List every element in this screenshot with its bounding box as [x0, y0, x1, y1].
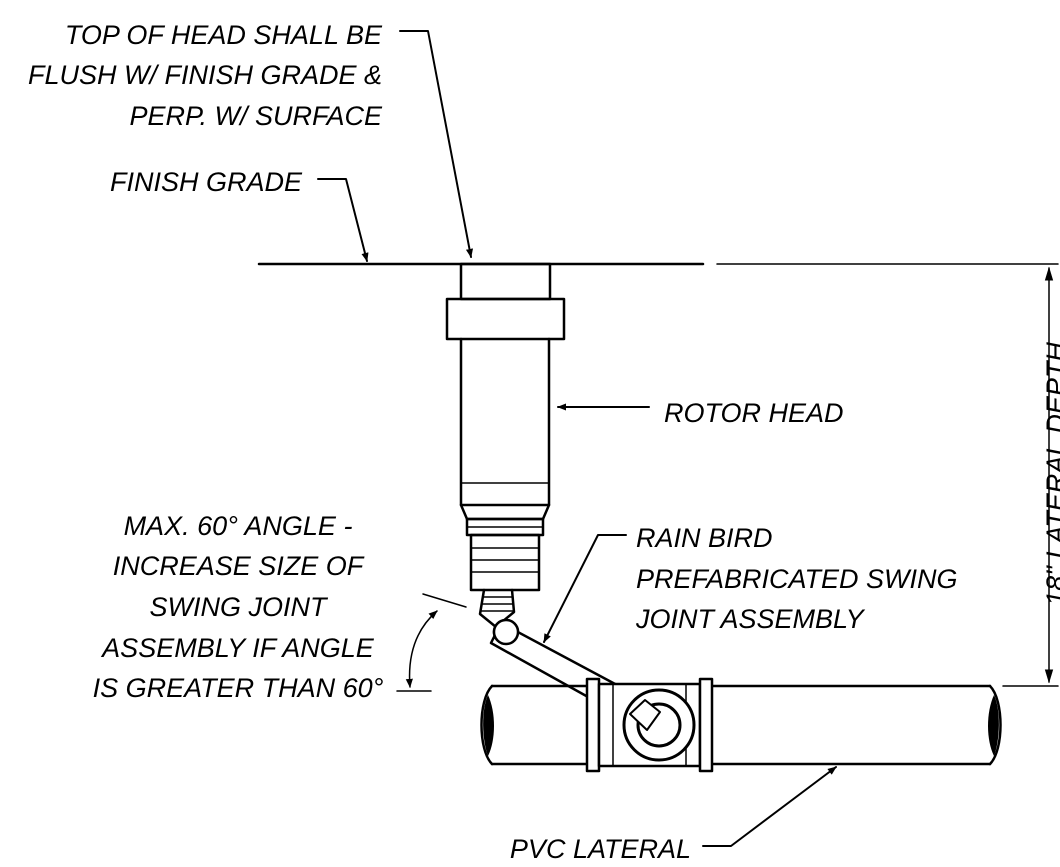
- label-swing-joint: RAIN BIRD PREFABRICATED SWING JOINT ASSE…: [635, 523, 958, 634]
- rotor-head: [445, 262, 566, 592]
- label-top-of-head: TOP OF HEAD SHALL BE FLUSH W/ FINISH GRA…: [28, 20, 383, 131]
- angle-arc: [405, 610, 438, 688]
- label-max-angle-line1: MAX. 60° ANGLE -: [124, 511, 353, 541]
- label-rotor-head: ROTOR HEAD: [664, 398, 844, 428]
- label-max-angle-line5: IS GREATER THAN 60°: [93, 673, 384, 703]
- label-finish-grade: FINISH GRADE: [110, 167, 303, 197]
- rotor-head-taper: [459, 503, 551, 521]
- angle-extension-line: [422, 593, 467, 608]
- pipe-end-right: [988, 684, 1002, 766]
- leader-swing-joint: [543, 534, 627, 643]
- label-swing-joint-line1: RAIN BIRD: [636, 523, 773, 553]
- pipe-coupling-left: [585, 677, 601, 773]
- label-max-angle-line2: INCREASE SIZE OF: [113, 551, 365, 581]
- pipe-coupling-right: [698, 677, 714, 773]
- label-max-angle: MAX. 60° ANGLE - INCREASE SIZE OF SWING …: [93, 511, 384, 703]
- rotor-head-cap: [459, 262, 552, 301]
- leader-pvc-lateral: [702, 766, 837, 847]
- label-top-of-head-line1: TOP OF HEAD SHALL BE: [65, 20, 383, 50]
- label-top-of-head-line3: PERP. W/ SURFACE: [129, 101, 383, 131]
- label-lateral-depth: 18" LATERAL DEPTH: [1041, 342, 1060, 606]
- label-max-angle-line4: ASSEMBLY IF ANGLE: [100, 633, 375, 663]
- rotor-head-collar: [445, 297, 566, 341]
- label-pvc-lateral: PVC LATERAL: [510, 834, 691, 864]
- label-swing-joint-line2: PREFABRICATED SWING: [636, 564, 958, 594]
- leader-top-of-head: [399, 30, 474, 258]
- leader-finish-grade: [317, 178, 369, 262]
- rotor-head-inlet: [469, 533, 541, 592]
- label-max-angle-line3: SWING JOINT: [150, 592, 329, 622]
- label-top-of-head-line2: FLUSH W/ FINISH GRADE &: [28, 60, 382, 90]
- rotor-head-body: [459, 337, 551, 507]
- pipe-end-left: [480, 684, 494, 766]
- label-swing-joint-line3: JOINT ASSEMBLY: [635, 604, 866, 634]
- max-angle-indicator: [396, 593, 467, 692]
- pvc-lateral-pipe: [480, 677, 1002, 773]
